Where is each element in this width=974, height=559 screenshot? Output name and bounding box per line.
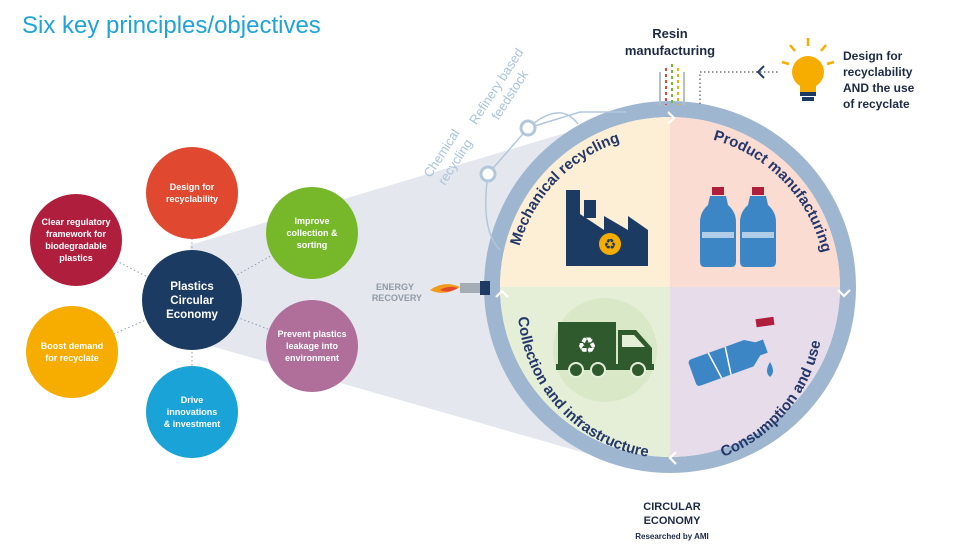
principle-node-leakage: Prevent plastics leakage into environment (266, 300, 358, 392)
crushed-bottle-icon (688, 316, 775, 386)
energy-recovery: ENERGY RECOVERY (372, 281, 490, 303)
loop-node-left (479, 165, 497, 183)
principle-label-design: Design for (170, 182, 215, 192)
principle-circle-design (146, 147, 238, 239)
principle-circle-leakage (266, 300, 358, 392)
svg-text:Resin: Resin (652, 26, 687, 41)
chevron-down-icon (837, 289, 851, 298)
principle-label-regulatory: biodegradable (45, 241, 107, 251)
principle-label-collection: Improve (294, 216, 329, 226)
principle-label-collection: sorting (297, 240, 328, 250)
loop-node-top (519, 119, 537, 137)
svg-text:♻: ♻ (604, 237, 617, 253)
funnel-shape (190, 125, 592, 455)
principle-label-innovation: & investment (164, 419, 221, 429)
principle-node-collection: Improve collection & sorting (266, 187, 358, 279)
principle-label-leakage: leakage into (286, 341, 339, 351)
factory-recycle-icon: ♻ (566, 190, 648, 266)
chevron-up-icon (495, 289, 509, 298)
page-title: Six key principles/objectives (22, 12, 321, 39)
lightbulb-icon (781, 38, 835, 101)
svg-text:Researched by AMI: Researched by AMI (635, 532, 709, 541)
principle-circle-innovation (146, 366, 238, 458)
svg-text:of recyclate: of recyclate (843, 97, 910, 111)
svg-text:CIRCULAR: CIRCULAR (643, 501, 700, 513)
principle-label-regulatory: framework for (46, 229, 107, 239)
principle-label-innovation: Drive (181, 395, 204, 405)
principle-label-center: Plastics (170, 281, 213, 293)
svg-text:ENERGY: ENERGY (376, 282, 414, 292)
principle-node-design: Design for recyclability (146, 147, 238, 239)
recycling-truck-icon: ♻ (553, 298, 657, 402)
principle-label-innovation: innovations (167, 407, 218, 417)
principle-label-demand: Boost demand (41, 341, 104, 351)
principle-circle-demand (26, 306, 118, 398)
design-note: Design for recyclability AND the use of … (843, 49, 915, 111)
svg-text:recyclability: recyclability (843, 65, 913, 79)
principle-node-demand: Boost demand for recyclate (26, 306, 118, 398)
principle-node-innovation: Drive innovations & investment (146, 366, 238, 458)
svg-text:Design for: Design for (843, 49, 903, 63)
svg-text:♻: ♻ (577, 334, 597, 359)
principle-label-regulatory: plastics (59, 253, 93, 263)
principle-node-regulatory: Clear regulatory framework for biodegradab… (30, 194, 122, 286)
principle-label-regulatory: Clear regulatory (41, 217, 110, 227)
resin-pipes-icon (659, 64, 685, 105)
principle-label-center: Economy (166, 309, 218, 321)
principle-label-leakage: Prevent plastics (277, 329, 346, 339)
svg-text:ECONOMY: ECONOMY (644, 515, 702, 527)
principle-label-collection: collection & (286, 228, 338, 238)
svg-text:RECOVERY: RECOVERY (372, 293, 422, 303)
ring-chevrons (495, 111, 851, 465)
chevron-left-icon (668, 451, 677, 465)
svg-text:manufacturing: manufacturing (625, 43, 715, 58)
resin-manufacturing: Resin manufacturing (625, 26, 715, 105)
svg-text:AND the use: AND the use (843, 81, 915, 95)
principle-label-design: recyclability (166, 194, 218, 204)
principle-circle-collection (266, 187, 358, 279)
design-connector (699, 71, 778, 104)
footer: CIRCULAR ECONOMY Researched by AMI (635, 501, 709, 541)
principle-label-leakage: environment (285, 353, 339, 363)
principle-circle-center (142, 250, 242, 350)
principle-circle-regulatory (30, 194, 122, 286)
chevron-left-icon (756, 65, 765, 79)
principle-label-demand: for recyclate (45, 353, 99, 363)
chevron-right-icon (667, 111, 676, 125)
bottles-icon (700, 187, 776, 267)
principle-label-center: Circular (170, 295, 214, 307)
